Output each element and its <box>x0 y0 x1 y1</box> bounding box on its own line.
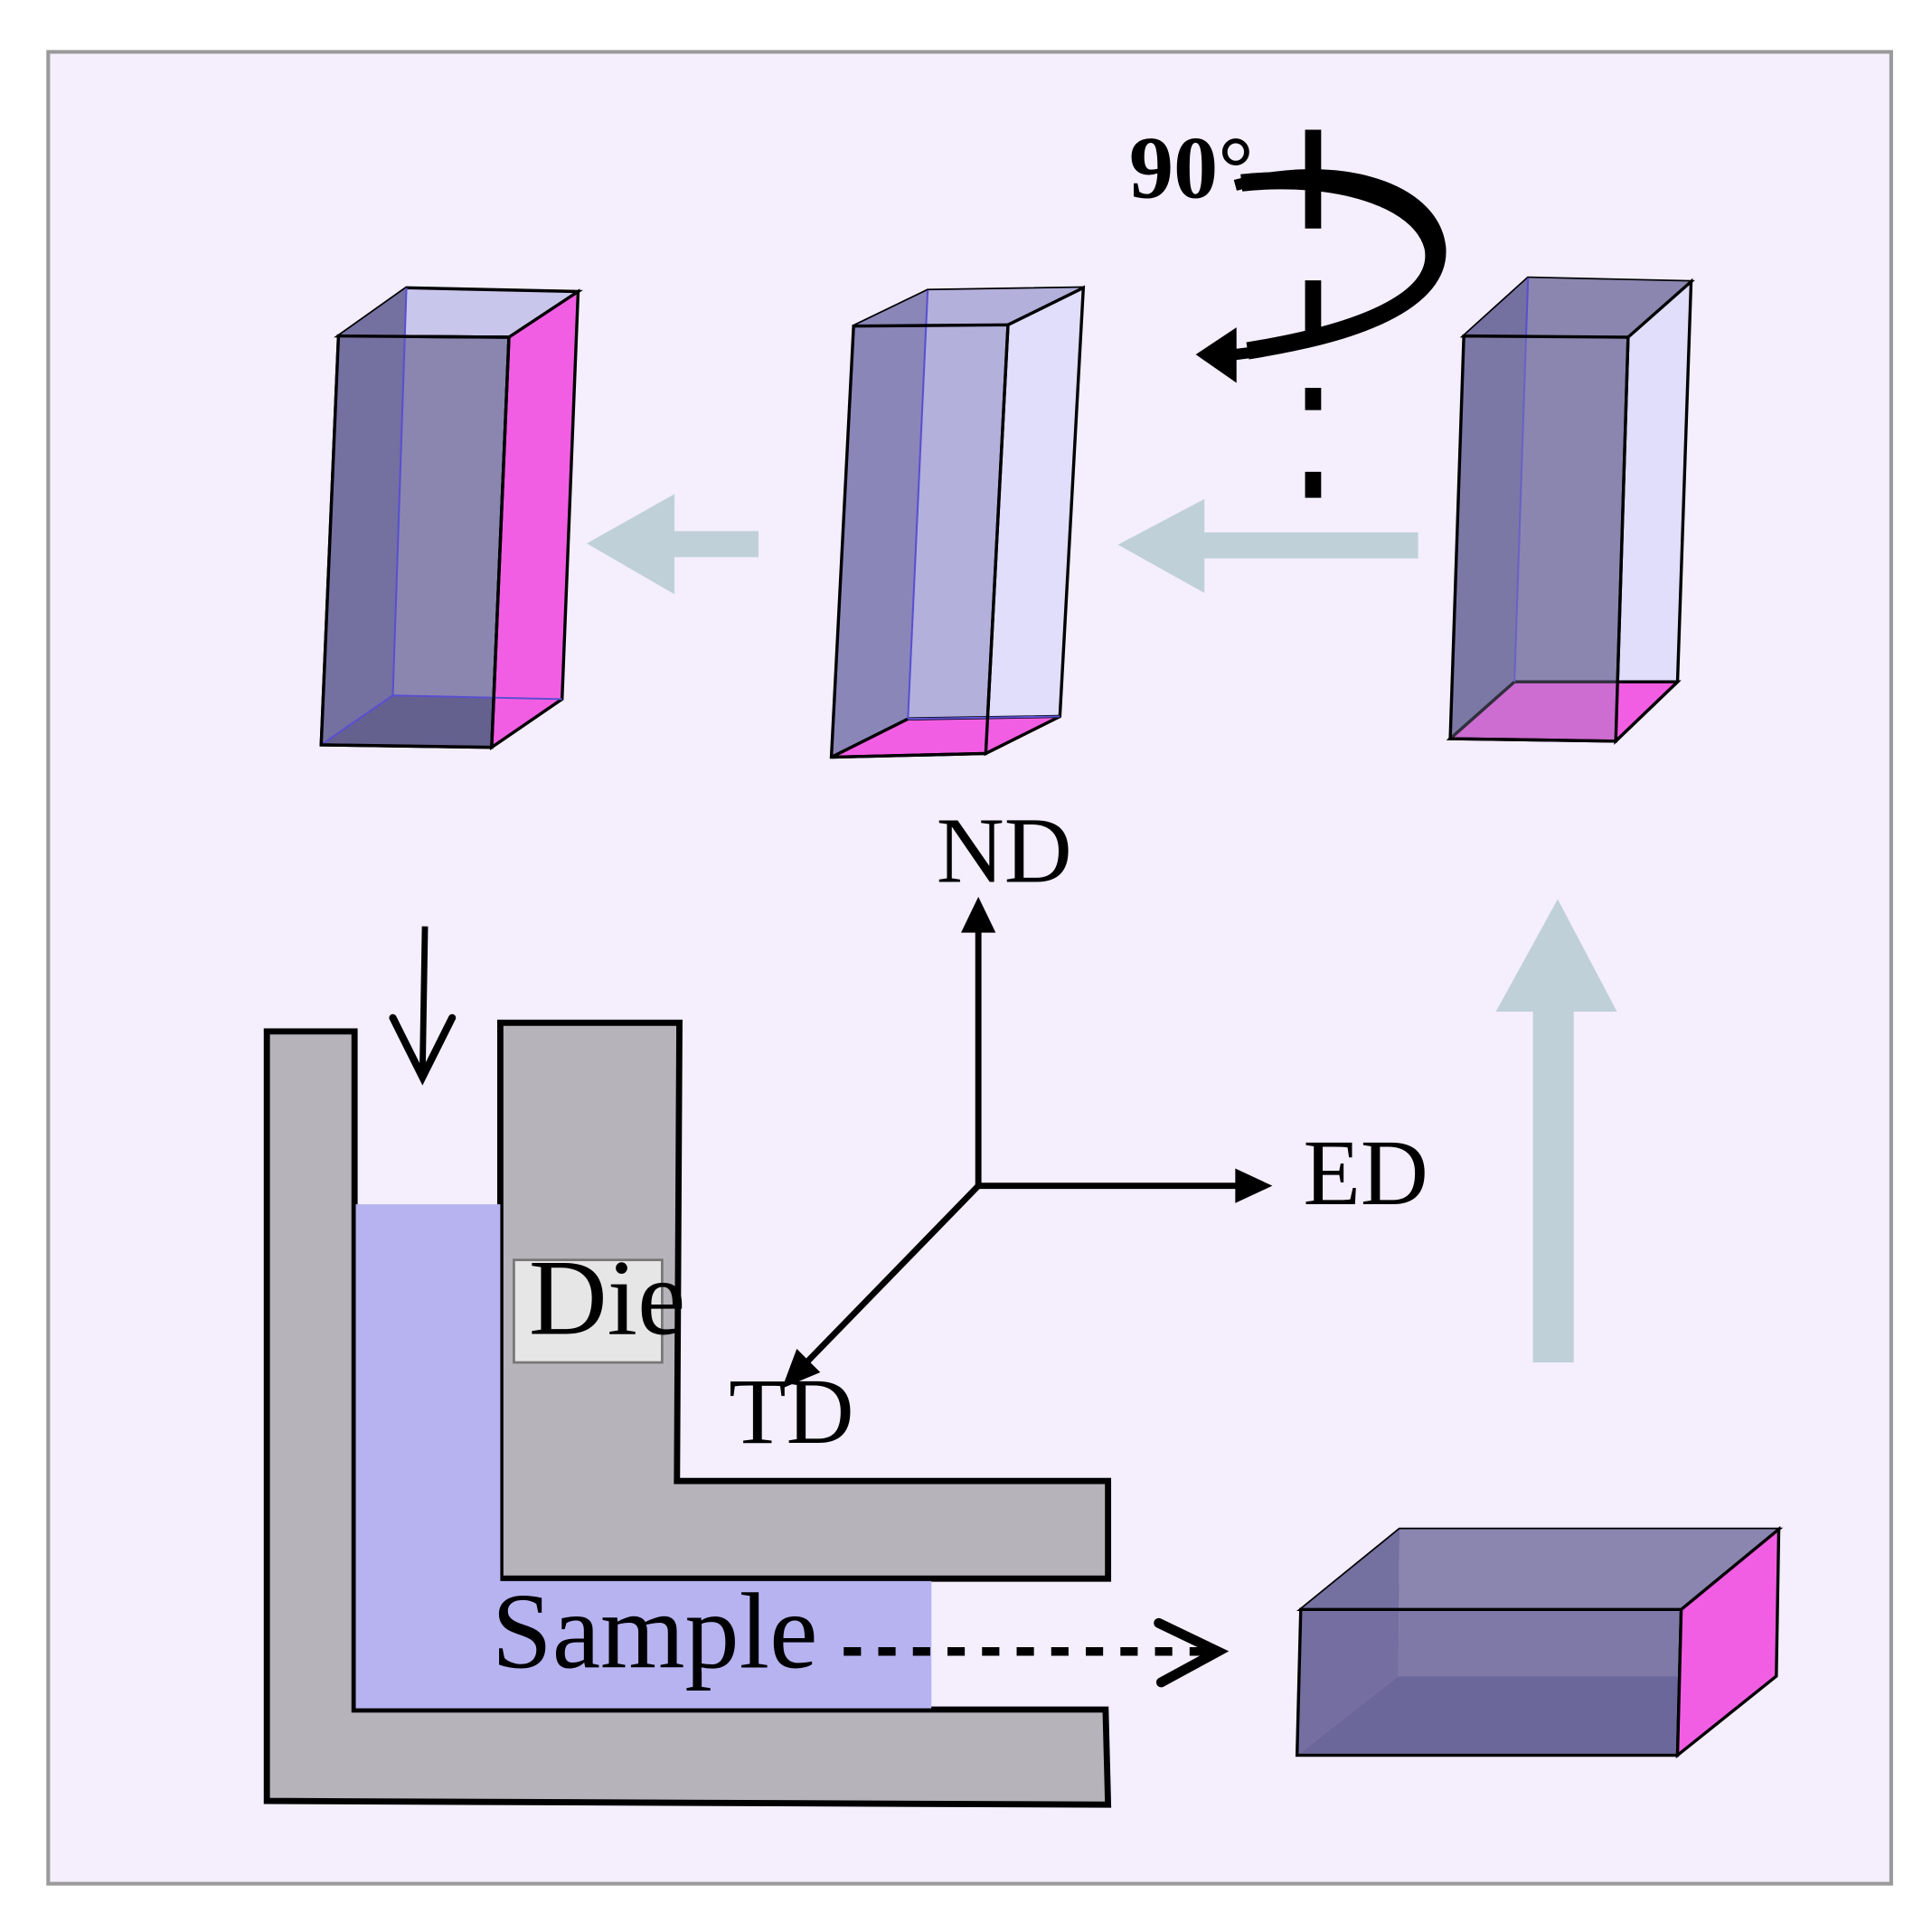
block-bottom-right <box>1295 1525 1784 1759</box>
coordinate-axes <box>781 896 1273 1389</box>
flow-arrow-top-left <box>587 494 759 595</box>
rotation-arrow-icon <box>1195 169 1447 383</box>
flow-arrow-up <box>1495 899 1617 1363</box>
die-label: Die <box>529 1239 686 1359</box>
axis-nd-label: ND <box>937 799 1072 903</box>
die-label-box <box>513 1258 664 1364</box>
press-arrow-icon <box>389 926 457 1086</box>
exit-arrow-icon <box>843 1617 1230 1688</box>
sample-in-die <box>355 1204 932 1709</box>
axis-td-label: TD <box>729 1360 853 1464</box>
sample-label: Sample <box>492 1572 818 1692</box>
axis-ed-label: ED <box>1304 1121 1428 1225</box>
block-top-middle <box>829 285 1086 759</box>
rotation-angle-label: 90° <box>1129 119 1254 218</box>
flow-arrow-top-right <box>1117 498 1418 593</box>
block-top-right <box>1446 276 1695 745</box>
block-top-left <box>319 286 583 750</box>
